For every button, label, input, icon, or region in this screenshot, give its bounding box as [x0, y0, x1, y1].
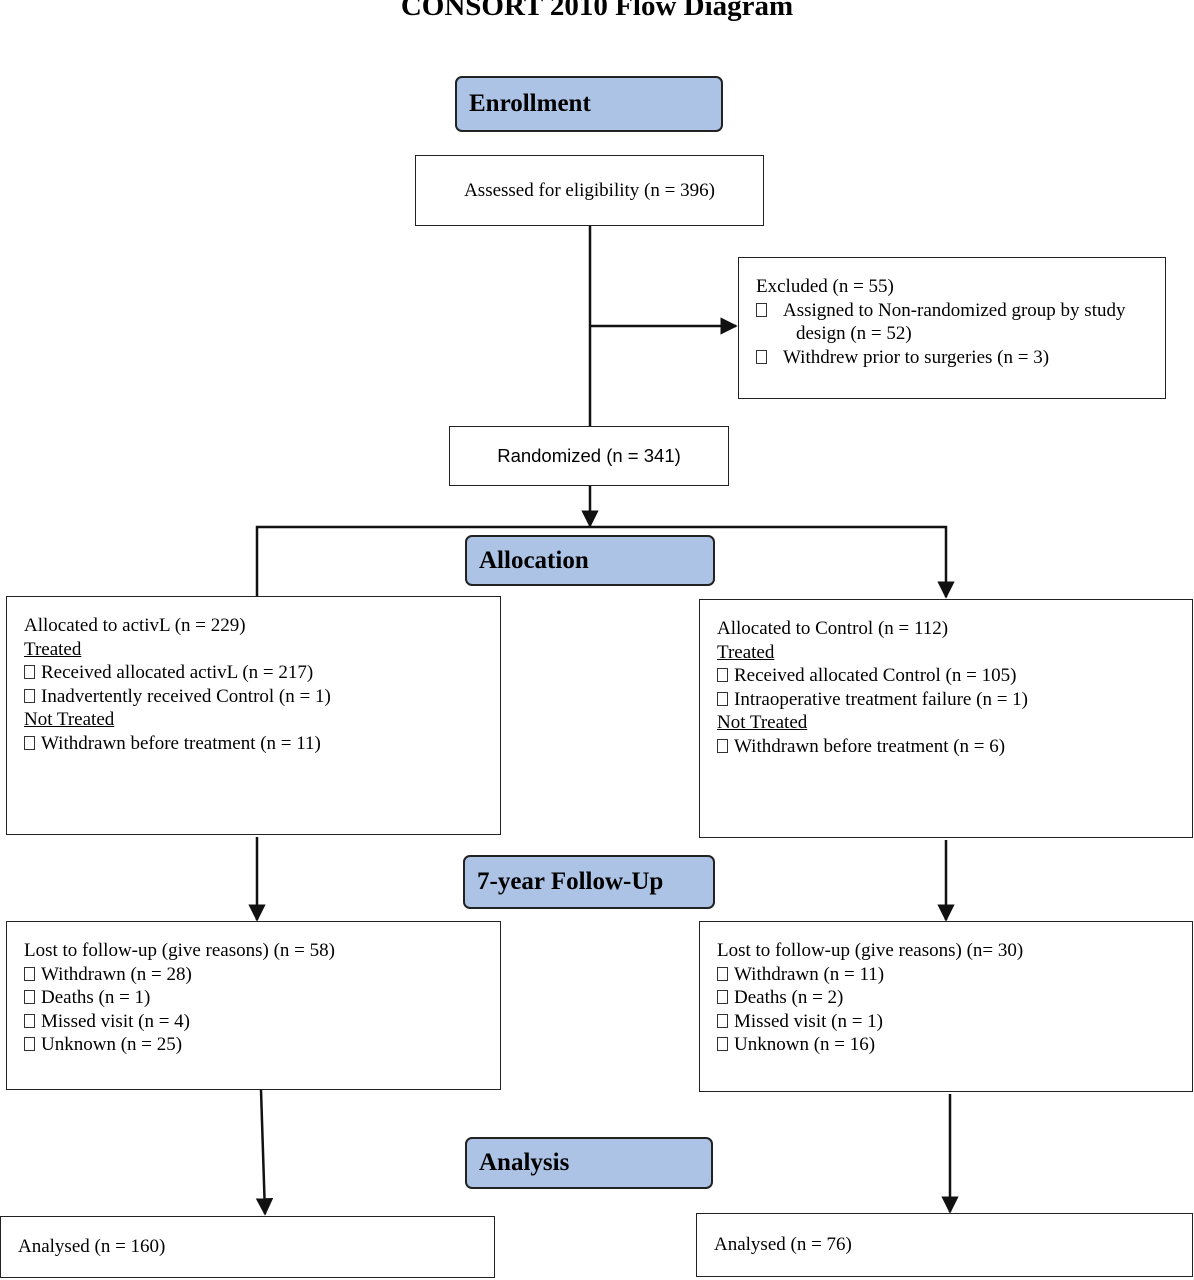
excluded-item-continued: design (n = 52): [796, 323, 912, 344]
followup-right-box: Lost to follow-up (give reasons) (n= 30)…: [699, 921, 1193, 1092]
list-item: Received allocated Control (n = 105): [717, 664, 1192, 688]
excluded-heading: Excluded (n = 55): [756, 276, 894, 297]
list-item: Withdrawn (n = 11): [717, 963, 1192, 987]
followup-right-heading: Lost to follow-up (give reasons) (n= 30): [717, 940, 1024, 961]
stage-follow-up-label: 7-year Follow-Up: [477, 868, 664, 895]
excluded-item: Withdrew prior to surgeries (n = 3): [756, 346, 1165, 370]
treated-label: Treated: [24, 638, 82, 660]
followup-left-heading: Lost to follow-up (give reasons) (n = 58…: [24, 940, 335, 961]
assessed-text: Assessed for eligibility (n = 396): [464, 179, 715, 201]
checkbox-icon: [717, 1013, 728, 1028]
stage-follow-up: 7-year Follow-Up: [463, 855, 715, 909]
list-item: Deaths (n = 1): [24, 986, 500, 1010]
checkbox-icon: [717, 966, 728, 981]
checkbox-icon: [24, 990, 35, 1004]
allocation-right-box: Allocated to Control (n = 112) Treated R…: [699, 599, 1193, 838]
list-item: Deaths (n = 2): [717, 986, 1192, 1010]
analysis-left-text: Analysed (n = 160): [18, 1236, 166, 1258]
stage-enrollment-label: Enrollment: [469, 90, 591, 117]
stage-analysis: Analysis: [465, 1137, 713, 1189]
list-item: Unknown (n = 16): [717, 1033, 1192, 1057]
analysis-right-box: Analysed (n = 76): [696, 1213, 1193, 1277]
not-treated-label: Not Treated: [717, 712, 808, 733]
checkbox-icon: [24, 1037, 35, 1051]
excluded-item: Assigned to Non-randomized group by stud…: [756, 299, 1165, 323]
analysis-right-text: Analysed (n = 76): [714, 1234, 852, 1256]
analysis-left-box: Analysed (n = 160): [0, 1216, 495, 1278]
list-item: Withdrawn before treatment (n = 11): [24, 732, 500, 756]
allocation-left-heading: Allocated to activL (n = 229): [24, 615, 246, 636]
list-item: Received allocated activL (n = 217): [24, 661, 500, 685]
list-item: Withdrawn (n = 28): [24, 963, 500, 987]
not-treated-label: Not Treated: [24, 709, 115, 730]
split-line: [255, 525, 955, 599]
stage-allocation: Allocation: [465, 535, 715, 586]
treated-label: Treated: [717, 641, 775, 663]
checkbox-icon: [24, 688, 35, 703]
checkbox-icon: [756, 302, 767, 317]
list-item: Withdrawn before treatment (n = 6): [717, 735, 1192, 759]
stage-allocation-label: Allocation: [479, 546, 589, 574]
stage-enrollment: Enrollment: [455, 76, 723, 132]
checkbox-icon: [717, 990, 728, 1004]
allocation-left-box: Allocated to activL (n = 229) Treated Re…: [6, 596, 501, 835]
checkbox-icon: [717, 691, 728, 706]
randomized-box: Randomized (n = 341): [449, 426, 729, 486]
list-item: Inadvertently received Control (n = 1): [24, 685, 500, 709]
checkbox-icon: [24, 966, 35, 981]
checkbox-icon: [717, 1037, 728, 1051]
list-item: Missed visit (n = 1): [717, 1010, 1192, 1034]
randomized-text: Randomized (n = 341): [497, 445, 681, 467]
diagram-title: CONSORT 2010 Flow Diagram: [400, 0, 794, 22]
list-item: Intraoperative treatment failure (n = 1): [717, 688, 1192, 712]
checkbox-icon: [24, 665, 35, 679]
checkbox-icon: [24, 1013, 35, 1028]
list-item: Missed visit (n = 4): [24, 1010, 500, 1034]
list-item: Unknown (n = 25): [24, 1033, 500, 1057]
checkbox-icon: [717, 668, 728, 682]
excluded-box: Excluded (n = 55) Assigned to Non-random…: [738, 257, 1166, 399]
left-analysis-arrow: [255, 1089, 274, 1216]
allocation-right-heading: Allocated to Control (n = 112): [717, 618, 949, 639]
checkbox-icon: [24, 735, 35, 750]
stage-analysis-label: Analysis: [479, 1149, 570, 1176]
assessed-box: Assessed for eligibility (n = 396): [415, 155, 764, 226]
checkbox-icon: [756, 349, 767, 364]
followup-left-box: Lost to follow-up (give reasons) (n = 58…: [6, 921, 501, 1090]
checkbox-icon: [717, 738, 728, 753]
